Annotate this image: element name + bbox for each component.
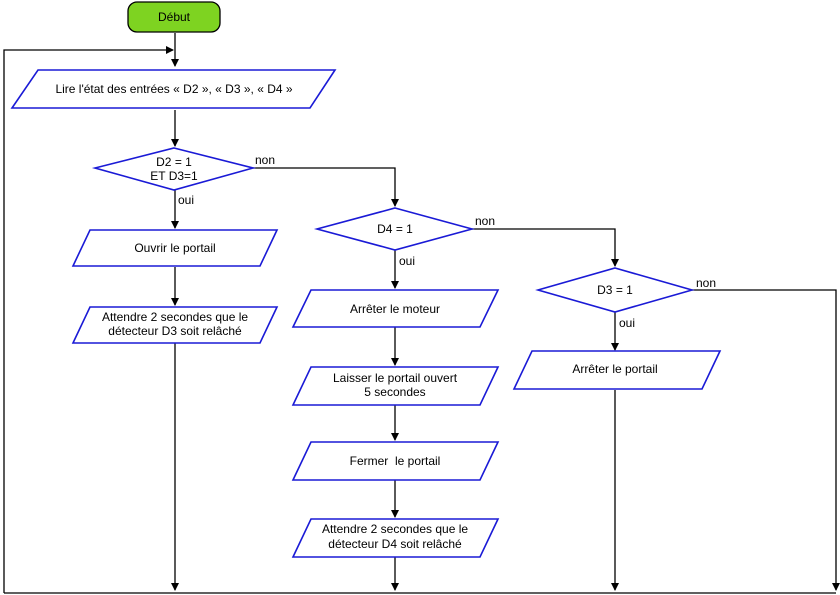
close-gate-label: Fermer le portail xyxy=(350,454,441,468)
connector-d4-no xyxy=(472,228,619,267)
decision-d3-label: D3 = 1 xyxy=(597,283,633,297)
decision-d2-d3-line1: D2 = 1 xyxy=(156,155,192,169)
connector-decision1-no xyxy=(253,167,399,207)
wait-d3-line2: détecteur D3 soit relâché xyxy=(108,324,242,338)
stop-motor-node: Arrêter le moteur xyxy=(291,289,500,328)
start-label: Début xyxy=(158,10,191,24)
decision-d3: D3 = 1 xyxy=(535,267,695,313)
decision-d3-no-label: non xyxy=(696,276,716,290)
decision-d4-label: D4 = 1 xyxy=(377,222,413,236)
loop-return-line xyxy=(3,46,174,593)
close-gate-node: Fermer le portail xyxy=(291,441,500,481)
decision-d2-d3: D2 = 1 ET D3=1 xyxy=(91,147,257,191)
decision-d3-yes-label: oui xyxy=(619,316,635,330)
stop-gate-label: Arrêter le portail xyxy=(572,362,657,376)
wait-d4-node: Attendre 2 secondes que le détecteur D4 … xyxy=(291,518,500,558)
keep-open-line2: 5 secondes xyxy=(364,385,425,399)
decision-d2-d3-no-label: non xyxy=(255,153,275,167)
decision-d2-d3-yes-label: oui xyxy=(178,193,194,207)
start-node: Début xyxy=(127,1,221,33)
stop-gate-node: Arrêter le portail xyxy=(512,350,722,390)
stop-motor-label: Arrêter le moteur xyxy=(350,302,440,316)
read-inputs-label: Lire l'état des entrées « D2 », « D3 », … xyxy=(55,82,292,96)
keep-open-node: Laisser le portail ouvert 5 secondes xyxy=(291,366,500,406)
wait-d4-line2: détecteur D4 soit relâché xyxy=(328,537,462,551)
wait-d3-node: Attendre 2 secondes que le détecteur D3 … xyxy=(71,306,279,344)
keep-open-line1: Laisser le portail ouvert xyxy=(333,371,458,385)
open-gate-node: Ouvrir le portail xyxy=(71,229,279,267)
wait-d4-line1: Attendre 2 secondes que le xyxy=(322,522,468,536)
decision-d4-yes-label: oui xyxy=(399,254,415,268)
decision-d2-d3-line2: ET D3=1 xyxy=(150,169,198,183)
connector-d3-no xyxy=(692,289,840,591)
decision-d4-no-label: non xyxy=(475,214,495,228)
decision-d4: D4 = 1 xyxy=(313,207,476,251)
read-inputs-node: Lire l'état des entrées « D2 », « D3 », … xyxy=(10,69,337,109)
wait-d3-line1: Attendre 2 secondes que le xyxy=(102,310,248,324)
open-gate-label: Ouvrir le portail xyxy=(134,241,215,255)
